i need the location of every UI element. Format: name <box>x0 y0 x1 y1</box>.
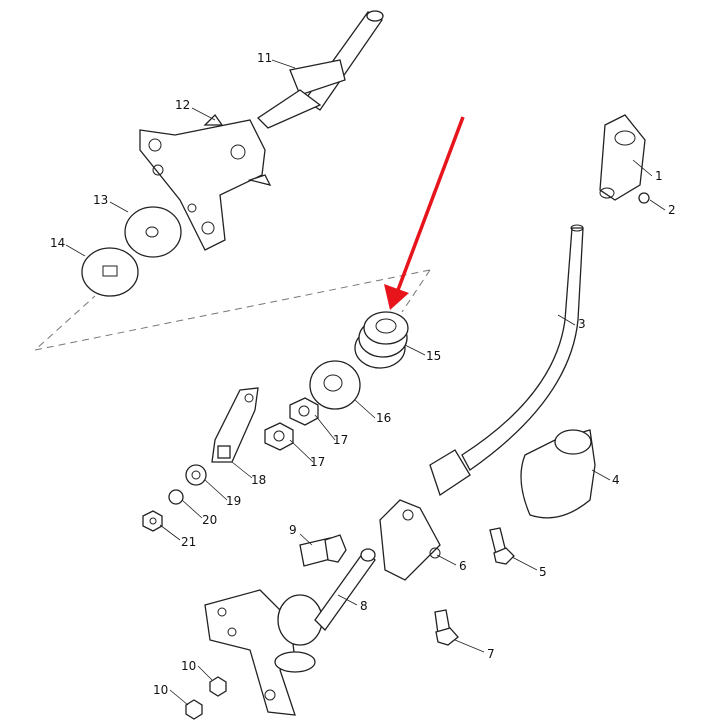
part-2-pin <box>638 192 650 204</box>
part-10-nut <box>185 699 203 720</box>
part-16-washer <box>309 360 361 410</box>
callout-10: 10 <box>153 683 168 697</box>
callout-13: 13 <box>93 193 108 207</box>
callout-3: 3 <box>578 317 586 331</box>
callout-10: 10 <box>181 659 196 673</box>
part-12-bracket <box>139 113 272 251</box>
callout-20: 20 <box>202 513 217 527</box>
part-10-nut <box>209 676 227 697</box>
callout-5: 5 <box>539 565 547 579</box>
part-7-bolt <box>434 609 459 646</box>
part-9-bolt <box>299 534 347 567</box>
callout-7: 7 <box>487 647 495 661</box>
callout-2: 2 <box>668 203 676 217</box>
callout-8: 8 <box>360 599 368 613</box>
part-17-nut <box>264 422 294 451</box>
part-3-lever <box>429 224 584 497</box>
callout-12: 12 <box>175 98 190 112</box>
part-20-washer <box>168 489 184 505</box>
leader-lines <box>65 59 666 706</box>
callout-6: 6 <box>459 559 467 573</box>
callout-14: 14 <box>50 236 65 250</box>
callout-18: 18 <box>251 473 266 487</box>
callout-21: 21 <box>181 535 196 549</box>
part-5-bolt <box>489 527 515 565</box>
part-18-arm <box>211 387 259 463</box>
part-19-washer <box>185 464 207 486</box>
part-6-pivot-block <box>379 499 441 581</box>
part-15-spring <box>354 311 409 369</box>
callout-15: 15 <box>426 349 441 363</box>
part-1-shift-knob <box>599 114 646 201</box>
callout-1: 1 <box>655 169 663 183</box>
callout-4: 4 <box>612 473 620 487</box>
callout-17: 17 <box>333 433 348 447</box>
assembly-dashed-line <box>33 269 431 351</box>
part-11-shaft <box>256 10 384 129</box>
callout-19: 19 <box>226 494 241 508</box>
part-17-nut <box>289 397 319 426</box>
part-8-shaft-assembly <box>204 548 376 716</box>
part-13-washer <box>124 206 182 258</box>
part-4-boot <box>520 429 596 519</box>
part-21-nut <box>142 510 163 532</box>
part-14-washer <box>81 247 139 297</box>
callout-9: 9 <box>289 523 297 537</box>
callout-16: 16 <box>376 411 391 425</box>
highlight-arrow <box>384 116 465 310</box>
callout-11: 11 <box>257 51 272 65</box>
callout-17: 17 <box>310 455 325 469</box>
